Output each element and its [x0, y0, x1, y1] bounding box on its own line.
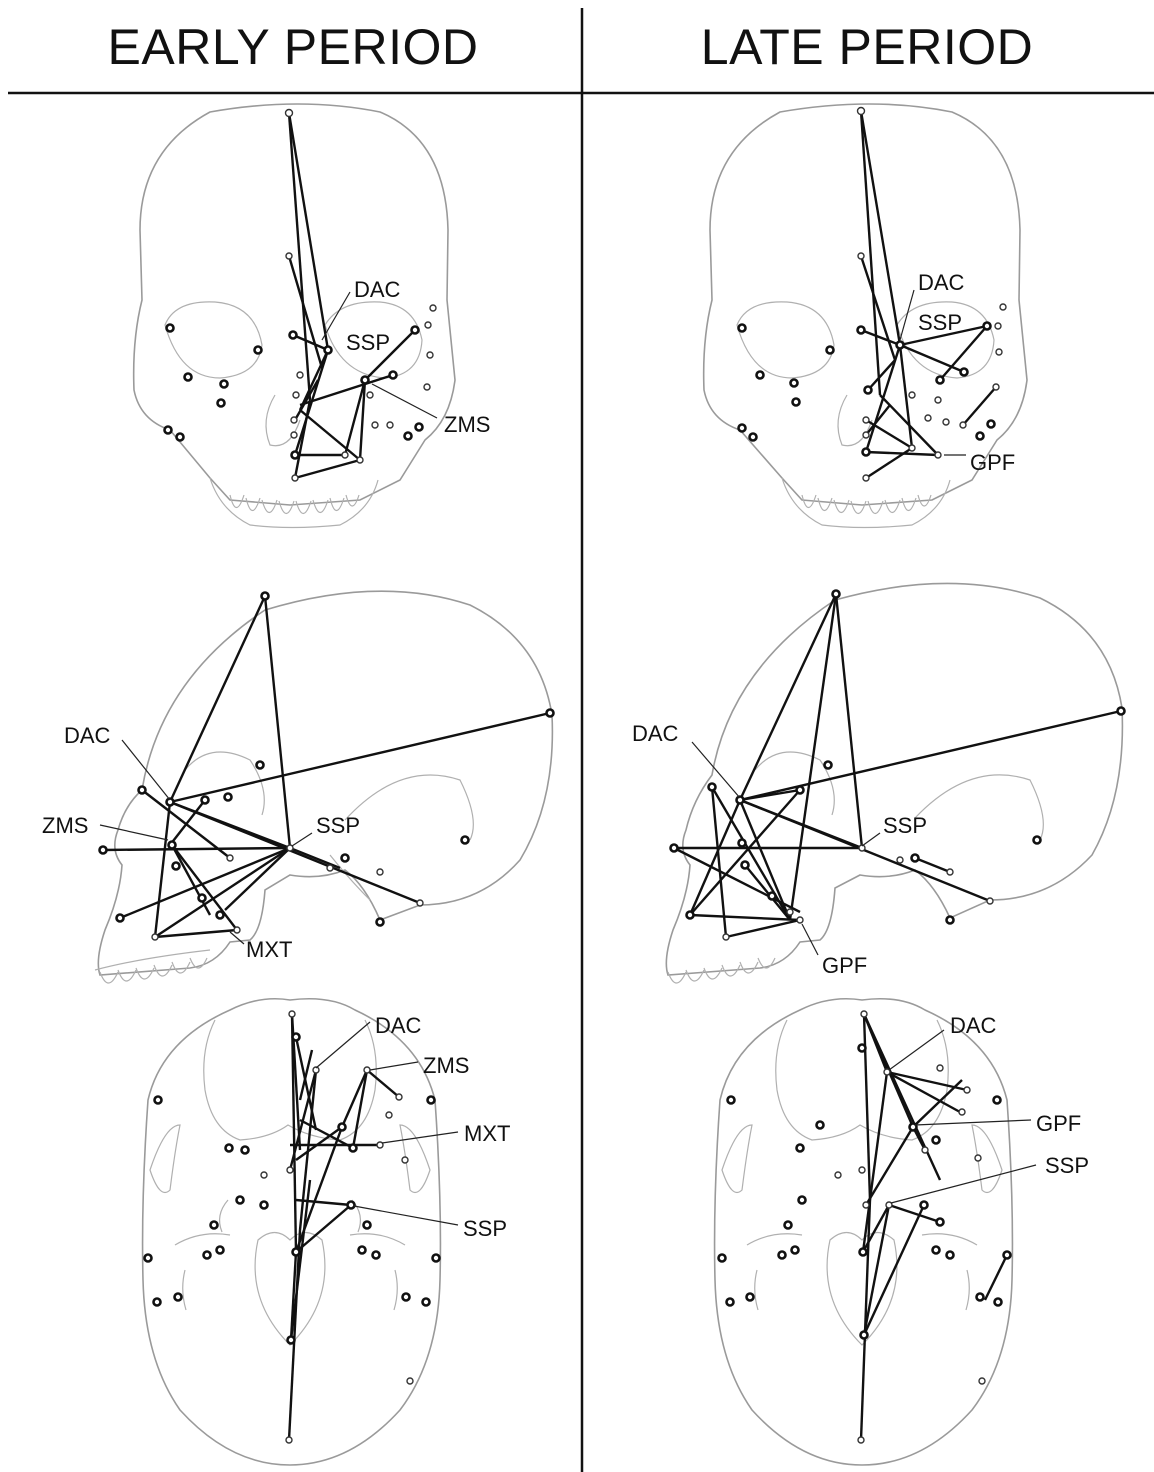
landmarks [671, 591, 1125, 941]
label-dac: DAC [354, 277, 401, 302]
label-dac: DAC [950, 1013, 997, 1038]
late-frontal-view: DAC SSP GPF [704, 104, 1027, 528]
network-edges [103, 596, 550, 937]
label-gpf: GPF [822, 953, 867, 978]
label-ssp: SSP [918, 310, 962, 335]
label-zms: ZMS [444, 412, 490, 437]
network-edges [289, 1014, 399, 1440]
early-frontal-view: DAC SSP ZMS [134, 104, 491, 528]
label-mxt: MXT [246, 937, 292, 962]
network-edges [861, 1014, 1007, 1440]
label-dac: DAC [375, 1013, 422, 1038]
label-zms: ZMS [42, 813, 88, 838]
label-mxt: MXT [464, 1121, 510, 1146]
late-inferior-view: DAC GPF SSP [715, 999, 1089, 1465]
label-zms: ZMS [423, 1053, 469, 1078]
early-lateral-view: DAC ZMS SSP MXT [42, 591, 554, 983]
label-gpf: GPF [970, 450, 1015, 475]
orbit-right [165, 302, 262, 378]
label-dac: DAC [918, 270, 965, 295]
skull-outline [98, 591, 552, 975]
label-dac: DAC [632, 721, 679, 746]
suture [345, 775, 473, 840]
late-lateral-view: DAC SSP GPF [632, 583, 1125, 983]
label-ssp: SSP [883, 813, 927, 838]
label-gpf: GPF [1036, 1111, 1081, 1136]
early-inferior-view: DAC ZMS MXT SSP [143, 999, 511, 1465]
label-ssp: SSP [346, 330, 390, 355]
label-ssp: SSP [1045, 1153, 1089, 1178]
foramen-magnum [255, 1233, 325, 1346]
label-ssp: SSP [316, 813, 360, 838]
label-dac: DAC [64, 723, 111, 748]
label-ssp: SSP [463, 1216, 507, 1241]
skull-outline [134, 104, 455, 505]
